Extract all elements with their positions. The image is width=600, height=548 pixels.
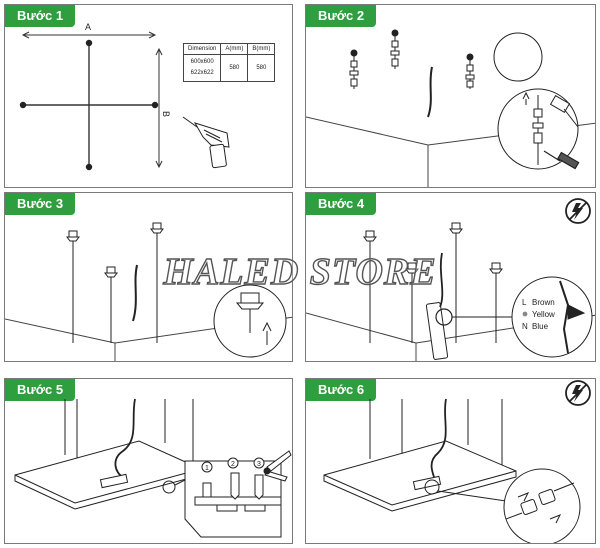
wiring-legend: L Brown Yellow N Blue: [522, 298, 555, 331]
driver-box: [425, 302, 449, 360]
hammer-icon: [549, 94, 579, 128]
wire-yellow-label: Yellow: [532, 310, 555, 319]
table-cell: 580: [220, 54, 249, 82]
wire-blue-label: Blue: [532, 322, 549, 331]
suspension-wire: [363, 230, 377, 343]
step-2-label: Bước 2: [306, 5, 377, 27]
substep-3: 3: [257, 461, 261, 468]
suspension-wire: [489, 262, 503, 343]
step-2-panel: Bước 2: [305, 4, 596, 188]
screwdriver-icon: [543, 150, 580, 170]
wire-l-letter: L: [522, 298, 527, 307]
anchor-kit: [465, 53, 475, 89]
connector-male: [520, 499, 538, 515]
step-2-diagram: [306, 29, 595, 187]
step-4-panel: Bước 4 L Brown: [305, 192, 596, 362]
step-6-panel: Bước 6: [305, 378, 596, 544]
anchor-kit: [390, 29, 400, 69]
table-cell: 580: [247, 54, 276, 82]
dimension-a-label: A: [85, 22, 91, 32]
step-6-diagram: [323, 380, 591, 543]
wiring-zoom-circle: [511, 276, 593, 358]
step-1-label: Bước 1: [5, 5, 76, 27]
led-panel: [323, 440, 517, 512]
led-panel: [14, 440, 202, 510]
table-header: Dimension: [182, 43, 222, 55]
no-power-icon: [565, 198, 591, 224]
suspension-wire: [449, 222, 463, 343]
step-5-label: Bước 5: [5, 379, 76, 401]
no-power-icon: [565, 380, 591, 406]
step-6-label: Bước 6: [306, 379, 377, 401]
wire-brown-label: Brown: [532, 298, 555, 307]
wire-n-letter: N: [522, 322, 528, 331]
step-1-panel: Bước 1 A B Dimension A(mm): [4, 4, 293, 188]
suspension-wire: [150, 222, 164, 343]
step-3-panel: Bước 3: [4, 192, 293, 362]
connector-zoom-circle: [503, 468, 581, 543]
drill-icon: [182, 116, 230, 169]
suspension-wire: [104, 266, 118, 343]
dimension-b-label: B: [161, 111, 171, 117]
step-3-diagram: [5, 222, 292, 361]
connector-female: [538, 489, 556, 505]
zoom-circle: [493, 32, 543, 82]
step-3-label: Bước 3: [5, 193, 76, 215]
step-4-label: Bước 4: [306, 193, 377, 215]
step-1-diagram: A B: [19, 22, 230, 171]
step-5-diagram: 1 2 3: [14, 398, 292, 538]
table-header: A(mm): [220, 43, 249, 55]
substep-2: 2: [231, 461, 235, 468]
table-header: B(mm): [247, 43, 276, 55]
pliers-icon: [263, 450, 292, 482]
suspension-wire: [66, 230, 80, 343]
step-5-substeps: 1 2 3: [201, 457, 265, 473]
step-5-panel: Bước 5 1 2 3: [4, 378, 293, 544]
suspension-wire: [405, 262, 419, 343]
anchor-kit: [349, 49, 359, 89]
step-4-diagram: L Brown Yellow N Blue: [306, 198, 595, 361]
substep-1: 1: [205, 465, 209, 472]
